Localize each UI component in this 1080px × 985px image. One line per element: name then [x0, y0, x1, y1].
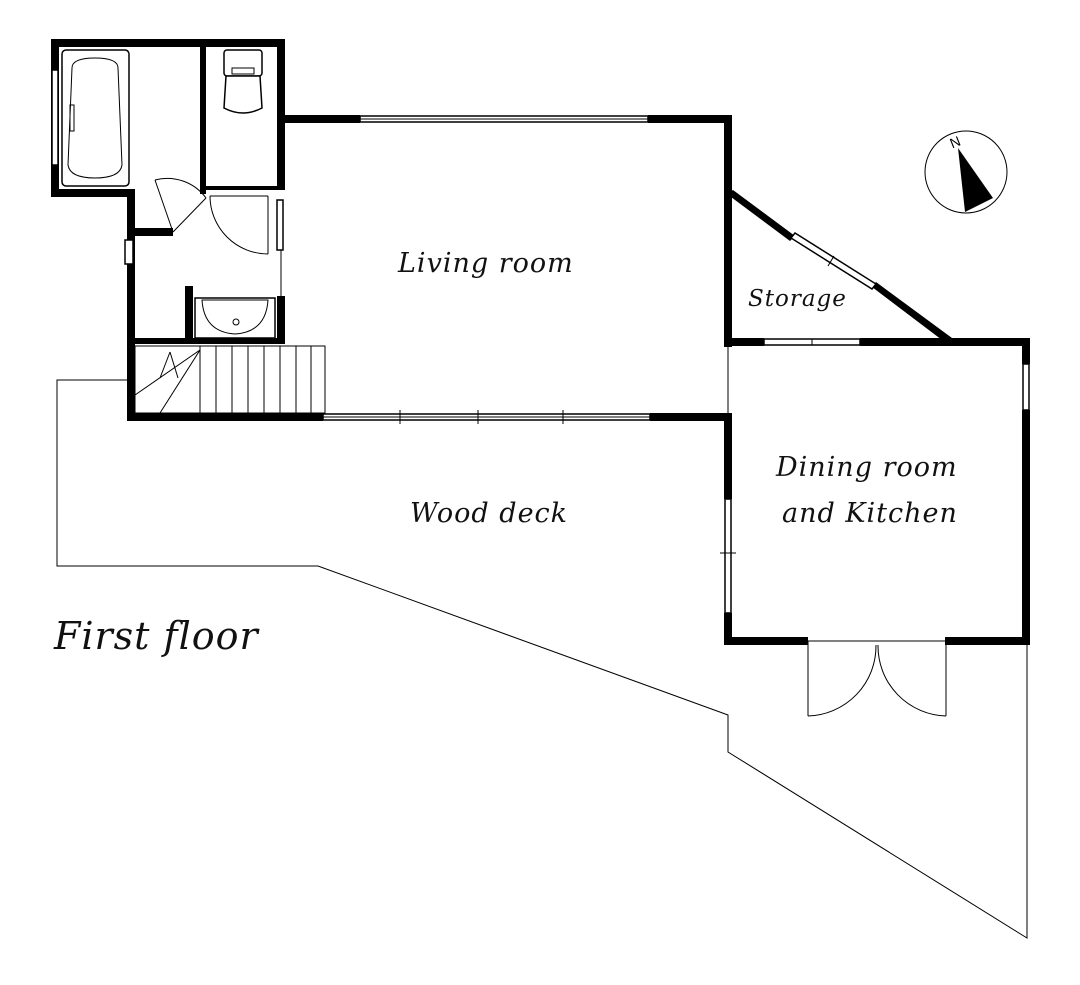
bathtub — [61, 49, 130, 187]
walls — [51, 39, 1030, 645]
windows — [51, 69, 1030, 614]
dining-room-label: Dining room — [776, 452, 958, 483]
kitchen-label: and Kitchen — [782, 498, 958, 529]
north-compass-icon: N — [924, 130, 1008, 214]
doors — [154, 177, 947, 717]
floor-title: First floor — [54, 614, 259, 658]
wood-deck-label: Wood deck — [410, 498, 569, 529]
toilet — [223, 49, 263, 114]
staircase — [134, 345, 326, 414]
living-room-label: Living room — [398, 248, 574, 279]
washbasin — [194, 297, 276, 339]
wood-deck-outline — [56, 379, 1028, 939]
storage-label: Storage — [748, 286, 847, 312]
